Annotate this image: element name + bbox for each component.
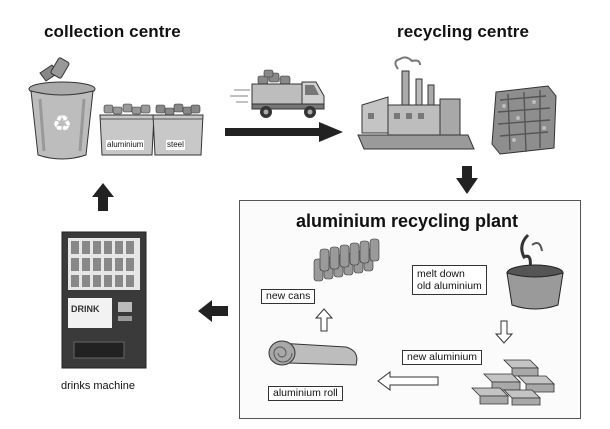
new-aluminium-label: new aluminium: [402, 350, 483, 365]
drink-sign: DRINK: [71, 304, 100, 314]
new-cans-label: new cans: [261, 289, 316, 304]
svg-text:♻: ♻: [52, 112, 72, 137]
aluminium-recycling-plant-box: aluminium recycling plant new cans melt …: [239, 200, 581, 419]
down-arrow-icon: [456, 166, 478, 194]
melt-down-line-1: melt down: [417, 268, 465, 280]
steel-crate-label: steel: [166, 140, 185, 150]
right-arrow-icon: [225, 122, 343, 142]
down-open-arrow-icon: [494, 320, 514, 344]
left-open-arrow-icon: [377, 371, 439, 391]
recycle-bin-icon: ♻: [28, 57, 96, 160]
roll-icon: [268, 340, 358, 366]
aluminium-recycling-plant-heading: aluminium recycling plant: [296, 211, 519, 231]
up-open-arrow-icon: [314, 308, 334, 332]
vending-machine-icon: [61, 231, 147, 369]
melt-down-line-2: old aluminium: [417, 280, 482, 292]
collection-centre-heading: collection centre: [44, 22, 181, 41]
steel-crate-icon: [152, 103, 204, 156]
truck-icon: [230, 69, 325, 118]
compressed-bale-icon: [491, 85, 557, 155]
up-arrow-icon: [92, 183, 114, 211]
melt-down-label: melt down old aluminium: [412, 265, 487, 295]
drinks-machine-caption: drinks machine: [61, 380, 135, 392]
aluminium-crate-label: aluminium: [106, 140, 145, 150]
aluminium-roll-label: aluminium roll: [268, 386, 343, 401]
ingots-icon: [471, 359, 555, 406]
factory-icon: [357, 56, 475, 150]
crucible-icon: [506, 233, 564, 310]
recycling-centre-heading: recycling centre: [397, 22, 529, 41]
cans-icon: [313, 238, 380, 282]
left-arrow-icon: [198, 300, 228, 322]
